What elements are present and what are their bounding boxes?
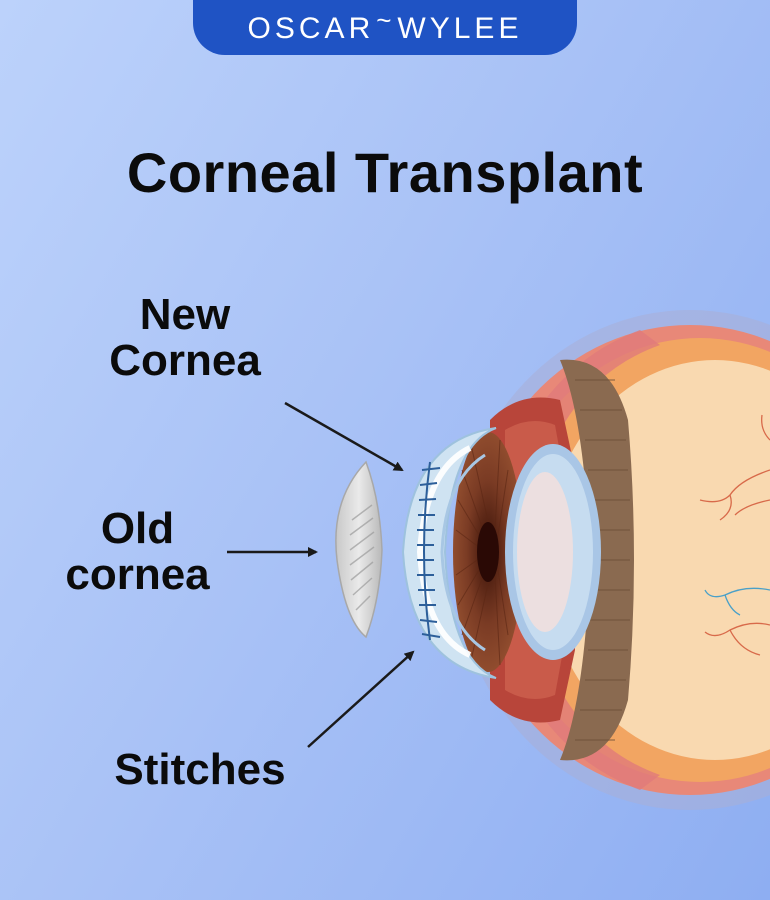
brand-tilde: ~ (376, 5, 396, 35)
brand-name-left: OSCAR (247, 11, 375, 45)
label-old-cornea-line2: cornea (65, 550, 210, 599)
brand-name-right: WYLEE (397, 11, 523, 45)
arrow-new-cornea (284, 401, 404, 472)
old-cornea (335, 460, 383, 639)
brand-logo: OSCAR~WYLEE (193, 0, 577, 55)
label-new-cornea: New Cornea (80, 292, 290, 384)
label-new-cornea-line1: New (139, 290, 231, 339)
pupil (477, 522, 499, 582)
stitches (417, 461, 441, 641)
retina-veins (699, 414, 770, 656)
label-stitches: Stitches (114, 745, 286, 794)
label-old-cornea: Old cornea (50, 506, 225, 598)
label-new-cornea-line2: Cornea (109, 336, 261, 385)
label-old-cornea-line1: Old (100, 504, 175, 553)
page-title: Corneal Transplant (126, 141, 644, 204)
iris (453, 432, 523, 672)
lens (505, 444, 601, 660)
arrow-stitches (307, 650, 415, 748)
